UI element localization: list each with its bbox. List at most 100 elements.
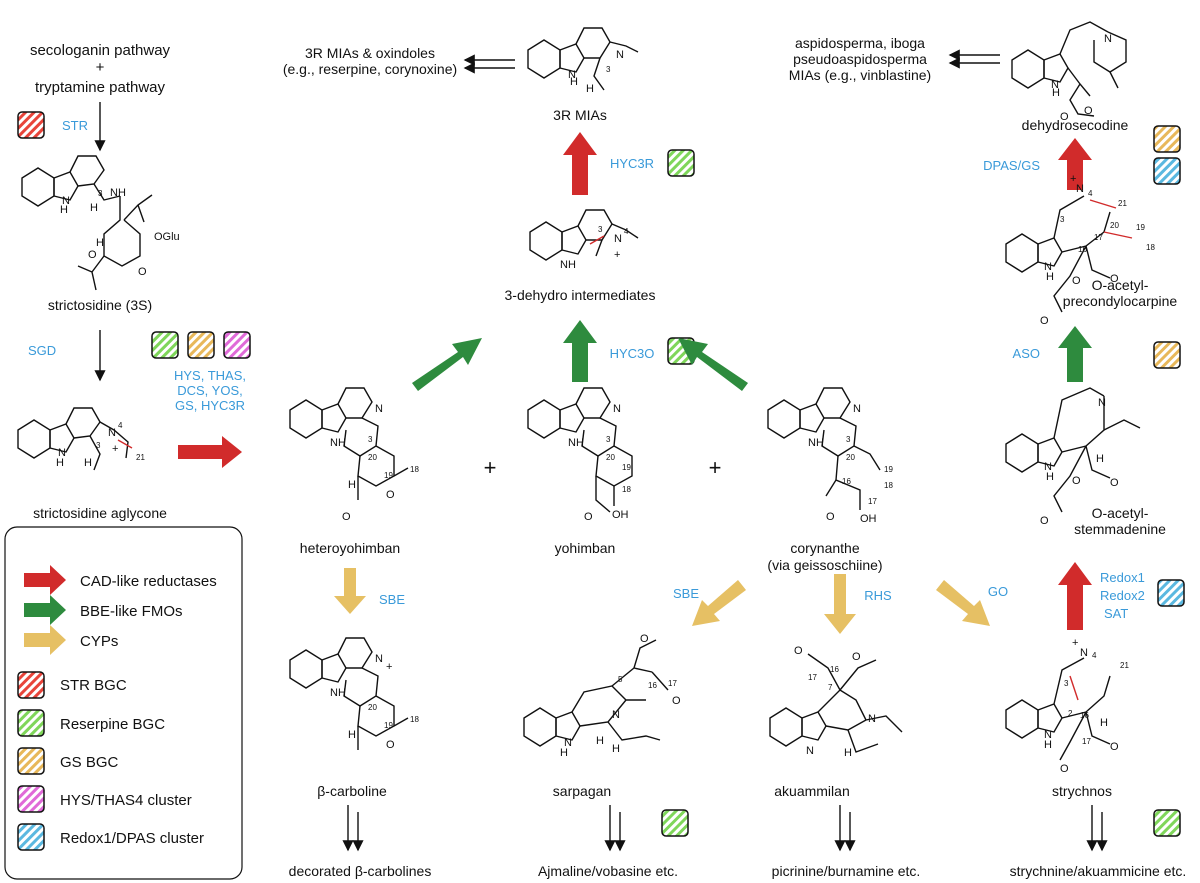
precon-4: 4	[1088, 189, 1093, 198]
yoh-o: O	[584, 511, 593, 523]
plus-1: +	[484, 455, 497, 480]
red-arrow-hyc3r	[563, 132, 597, 195]
rhs-enzyme: RHS	[864, 588, 892, 603]
right-products-3: MIAs (e.g., vinblastine)	[789, 67, 931, 83]
akua-16: 16	[830, 665, 839, 674]
3r-n: N	[568, 69, 576, 81]
stem-h2: H	[1096, 453, 1104, 465]
yoh-20: 20	[606, 453, 615, 462]
dehydrosec-n2: N	[1104, 33, 1112, 45]
right-products-1: aspidosperma, iboga	[795, 35, 925, 51]
agly-n: N	[58, 447, 66, 459]
str-enzyme: STR	[62, 118, 88, 133]
dehydrosec-o: O	[1060, 111, 1069, 123]
bc-o: O	[386, 739, 395, 751]
stem-o: O	[1110, 477, 1119, 489]
stry-16: 16	[1080, 711, 1089, 720]
precon-h: H	[1046, 271, 1054, 283]
bc-plus: +	[386, 661, 392, 673]
sbe-1-enzyme: SBE	[379, 592, 405, 607]
heteroyohimban-structure	[289, 387, 409, 500]
dehydro-plus: +	[614, 249, 620, 261]
sarp-h3: H	[612, 743, 620, 755]
precon-label-2: precondylocarpine	[1063, 293, 1178, 309]
reserpine-bgc-icon	[151, 331, 179, 359]
yoh-18: 18	[622, 485, 631, 494]
stry-n: N	[1080, 647, 1088, 659]
strict-o2: O	[88, 249, 97, 261]
strict-nh: H	[60, 204, 68, 216]
redox-3: SAT	[1104, 606, 1128, 621]
aso-enzyme: ASO	[1013, 346, 1040, 361]
red-arrow-redox	[1058, 562, 1092, 630]
legend-str-icon	[17, 671, 45, 699]
red-arrow-to-heteroyohimban	[178, 436, 242, 468]
hetero-n: N	[375, 403, 383, 415]
cory-3: 3	[846, 435, 851, 444]
sarp-h2: H	[596, 735, 604, 747]
strict-n: N	[62, 195, 70, 207]
corynanthe-label-1: corynanthe	[790, 540, 859, 556]
stry-3: 3	[1064, 679, 1069, 688]
tryptamine-label: tryptamine pathway	[35, 79, 166, 96]
stry-h2: H	[1100, 717, 1108, 729]
sbe-2-enzyme: SBE	[673, 586, 699, 601]
sarp-n2: N	[612, 709, 620, 721]
aso-gs-icon	[1153, 341, 1181, 369]
sarp-16: 16	[648, 681, 657, 690]
legend-cluster-3: GS BGC	[60, 754, 119, 771]
dehydrosec-n: N	[1051, 79, 1059, 91]
dehydro-structure	[529, 209, 639, 261]
legend-yellow-arrow	[24, 625, 66, 655]
agly-21: 21	[136, 453, 145, 462]
sarp-h: H	[560, 747, 568, 759]
yohimban-structure	[527, 387, 633, 513]
bc-n: N	[375, 653, 383, 665]
legend-item-1: CAD-like reductases	[80, 573, 217, 590]
stem-n: N	[1098, 397, 1106, 409]
stem-o2: O	[1072, 475, 1081, 487]
plus-2: +	[709, 455, 722, 480]
dpas-gs-icon	[1153, 125, 1181, 153]
hetero-h: H	[348, 479, 356, 491]
3r-3: 3	[606, 65, 611, 74]
stry-plus: +	[1072, 637, 1078, 649]
legend-hys-icon	[17, 785, 45, 813]
cory-20: 20	[846, 453, 855, 462]
hetero-20: 20	[368, 453, 377, 462]
akuammilan-label: akuammilan	[774, 783, 849, 799]
reductase-line-2: DCS, YOS,	[177, 383, 243, 398]
go-enzyme: GO	[988, 584, 1008, 599]
precon-o2: O	[1072, 275, 1081, 287]
bc-h: H	[348, 729, 356, 741]
hyc3r-reserpine-icon	[667, 149, 695, 177]
bc-nh: NH	[330, 687, 346, 699]
precon-3: 3	[1060, 215, 1065, 224]
strychnos-structure	[1005, 657, 1111, 761]
dehydrosecodine-label: dehydrosecodine	[1022, 117, 1129, 133]
legend-reserpine-icon	[17, 709, 45, 737]
dehydro-label: 3-dehydro intermediates	[505, 287, 656, 303]
cory-n: N	[853, 403, 861, 415]
cory-16: 16	[842, 477, 851, 486]
sarp-o2: O	[640, 633, 649, 645]
dpas-gs-enzyme: DPAS/GS	[983, 158, 1040, 173]
reductase-line-1: HYS, THAS,	[174, 368, 246, 383]
stem-o3: O	[1040, 515, 1049, 527]
akua-o2: O	[852, 651, 861, 663]
bc-19: 19	[384, 721, 393, 730]
strict-h: H	[90, 202, 98, 214]
hyc3o-enzyme: HYC3O	[610, 346, 655, 361]
corynanthe-label-2: (via geissoschiine)	[767, 557, 882, 573]
strictosidine-structure	[21, 155, 153, 291]
yoh-nh: NH	[568, 437, 584, 449]
3r-mias-structure	[527, 27, 639, 91]
cory-19: 19	[884, 465, 893, 474]
sarp-o: O	[672, 695, 681, 707]
sgd-enzyme: SGD	[28, 343, 56, 358]
dehydrosec-h: H	[1052, 87, 1060, 99]
yoh-oh: OH	[612, 509, 629, 521]
legend-cluster-5: Redox1/DPAS cluster	[60, 830, 204, 847]
picrinine-label: picrinine/burnamine etc.	[772, 863, 921, 879]
yellow-arrow-sbe-2	[692, 580, 746, 626]
